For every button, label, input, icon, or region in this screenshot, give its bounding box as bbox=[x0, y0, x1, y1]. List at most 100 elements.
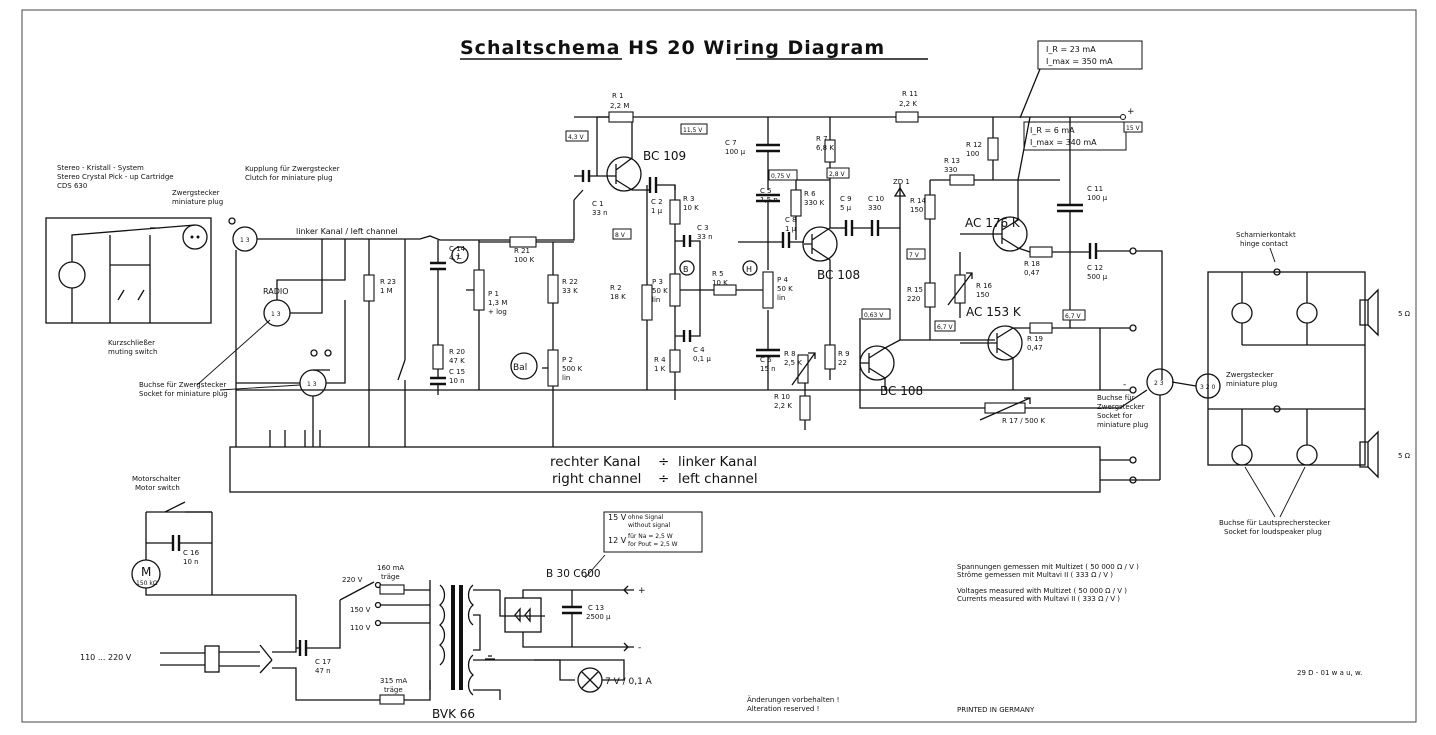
voltage-label-7v: 7 V bbox=[906, 248, 926, 260]
cartridge-socket bbox=[58, 261, 86, 289]
svg-text:1,5 n: 1,5 n bbox=[760, 196, 778, 204]
svg-text:miniature plug: miniature plug bbox=[172, 198, 223, 206]
svg-text:1 M: 1 M bbox=[380, 287, 393, 295]
socket-right-label: Buchse für bbox=[1097, 394, 1135, 402]
svg-text:15 V: 15 V bbox=[608, 513, 627, 522]
speaker-socket-2 bbox=[1296, 302, 1318, 324]
resistor-r14 bbox=[924, 194, 936, 220]
svg-text:8 V: 8 V bbox=[615, 232, 626, 239]
svg-text:Stereo Crystal Pick - up Cartr: Stereo Crystal Pick - up Cartridge bbox=[57, 173, 174, 181]
plug-top-socket bbox=[182, 224, 208, 250]
svg-text:C 6: C 6 bbox=[760, 356, 772, 364]
svg-text:100: 100 bbox=[966, 150, 979, 158]
svg-text:C 17: C 17 bbox=[315, 658, 331, 666]
svg-text:R 11: R 11 bbox=[902, 90, 918, 98]
diagram-title: Schaltschema HS 20 Wiring Diagram bbox=[460, 37, 885, 59]
svg-text:33 n: 33 n bbox=[592, 209, 608, 217]
svg-text:Clutch for miniature plug: Clutch for miniature plug bbox=[245, 174, 333, 182]
left-channel-label: linker Kanal / left channel bbox=[296, 227, 398, 236]
voltage-label-67v-a: 6,7 V bbox=[934, 320, 956, 332]
svg-text:0,63 V: 0,63 V bbox=[864, 312, 884, 319]
svg-text:für Na = 2,5 W: für Na = 2,5 W bbox=[628, 533, 673, 540]
transistor-bc108-1 bbox=[802, 226, 838, 262]
svg-text:rechter Kanal: rechter Kanal bbox=[550, 454, 640, 470]
svg-text:R 20: R 20 bbox=[449, 348, 465, 356]
svg-text:C 15: C 15 bbox=[449, 368, 465, 376]
svg-text:without signal: without signal bbox=[628, 522, 671, 529]
svg-text:220 V: 220 V bbox=[342, 576, 363, 584]
svg-text:R 4: R 4 bbox=[654, 356, 666, 364]
svg-text:träge: träge bbox=[384, 686, 403, 694]
svg-text:miniature plug: miniature plug bbox=[1097, 421, 1148, 429]
svg-text:6,8 K: 6,8 K bbox=[816, 144, 834, 152]
potentiometer-p4 bbox=[762, 271, 774, 309]
svg-text:miniature plug: miniature plug bbox=[1226, 380, 1277, 388]
printed-in-germany: PRINTED IN GERMANY bbox=[957, 706, 1035, 714]
svg-text:R 15: R 15 bbox=[907, 286, 923, 294]
resistor-r11 bbox=[895, 111, 919, 123]
balance-knob bbox=[510, 352, 538, 380]
svg-text:2,2 M: 2,2 M bbox=[610, 102, 629, 110]
resistor-r3 bbox=[669, 199, 681, 225]
fuse-315ma bbox=[379, 694, 405, 705]
voltage-label-8v: 8 V bbox=[612, 228, 632, 240]
svg-text:R 21: R 21 bbox=[514, 247, 530, 255]
svg-text:C 7: C 7 bbox=[725, 139, 737, 147]
svg-text:315 mA: 315 mA bbox=[380, 677, 407, 685]
resistor-r21 bbox=[509, 236, 537, 248]
svg-text:Voltages measured with Multize: Voltages measured with Multizet ( 50 000… bbox=[957, 587, 1127, 595]
zwergstecker-label-top: Zwergstecker bbox=[172, 189, 220, 197]
svg-text:L: L bbox=[457, 252, 462, 261]
speaker-socket-1 bbox=[1231, 302, 1253, 324]
svg-text:Socket for loudspeaker plug: Socket for loudspeaker plug bbox=[1224, 528, 1322, 536]
resistor-r20 bbox=[432, 344, 444, 370]
svg-text:I_R = 6 mA: I_R = 6 mA bbox=[1030, 126, 1075, 135]
mains-plug bbox=[204, 645, 220, 673]
svg-text:I_R = 23 mA: I_R = 23 mA bbox=[1046, 45, 1096, 54]
svg-text:R 14: R 14 bbox=[910, 197, 927, 205]
zener-diode-zd1 bbox=[893, 186, 907, 197]
svg-text:lin: lin bbox=[562, 374, 570, 382]
svg-text:33 K: 33 K bbox=[562, 287, 578, 295]
svg-text:330 K: 330 K bbox=[804, 199, 825, 207]
svg-text:10 K: 10 K bbox=[683, 204, 699, 212]
potentiometer-p3 bbox=[669, 273, 681, 307]
resistor-r2 bbox=[641, 284, 653, 321]
voltage-label-43v: 4,3 V bbox=[565, 130, 589, 142]
muting-switch-label: Kurzschließer bbox=[108, 339, 155, 347]
svg-text:C 2: C 2 bbox=[651, 198, 663, 206]
svg-text:C 9: C 9 bbox=[840, 195, 852, 203]
svg-text:1 µ: 1 µ bbox=[651, 207, 663, 215]
svg-text:160 mA: 160 mA bbox=[377, 564, 404, 572]
svg-text:100 µ: 100 µ bbox=[725, 148, 746, 156]
svg-text:11,5 V: 11,5 V bbox=[683, 127, 703, 134]
socket-left-label: Buchse für Zwergstecker bbox=[139, 381, 226, 389]
svg-text:1 3: 1 3 bbox=[271, 311, 281, 318]
rectifier-bridge bbox=[504, 597, 542, 633]
svg-text:-: - bbox=[1123, 380, 1126, 390]
svg-text:C 4: C 4 bbox=[693, 346, 705, 354]
voltage-label-075v: 0,75 V bbox=[768, 169, 798, 181]
svg-text:5 Ω: 5 Ω bbox=[1398, 452, 1411, 460]
svg-text:AC 153 K: AC 153 K bbox=[966, 305, 1022, 319]
svg-text:0,47: 0,47 bbox=[1027, 344, 1043, 352]
svg-text:R 17 / 500 K: R 17 / 500 K bbox=[1002, 417, 1045, 425]
svg-text:2500 µ: 2500 µ bbox=[586, 613, 611, 621]
svg-text:10 n: 10 n bbox=[449, 377, 465, 385]
svg-text:2 3: 2 3 bbox=[1154, 380, 1164, 387]
svg-text:Socket for miniature plug: Socket for miniature plug bbox=[139, 390, 228, 398]
resistor-r22 bbox=[547, 274, 559, 304]
svg-text:I_max = 350 mA: I_max = 350 mA bbox=[1046, 57, 1113, 66]
svg-text:5 Ω: 5 Ω bbox=[1398, 310, 1411, 318]
svg-text:150 V: 150 V bbox=[350, 606, 371, 614]
mains-voltage-label: 110 ... 220 V bbox=[80, 653, 132, 662]
svg-text:4,7: 4,7 bbox=[449, 254, 460, 262]
svg-text:Motor switch: Motor switch bbox=[135, 484, 180, 492]
svg-text:33 n: 33 n bbox=[697, 233, 713, 241]
svg-text:220: 220 bbox=[907, 295, 920, 303]
svg-text:47 K: 47 K bbox=[449, 357, 465, 365]
volume-knob-l bbox=[451, 246, 469, 264]
svg-text:CDS 630: CDS 630 bbox=[57, 182, 87, 190]
svg-text:110 V: 110 V bbox=[350, 624, 371, 632]
